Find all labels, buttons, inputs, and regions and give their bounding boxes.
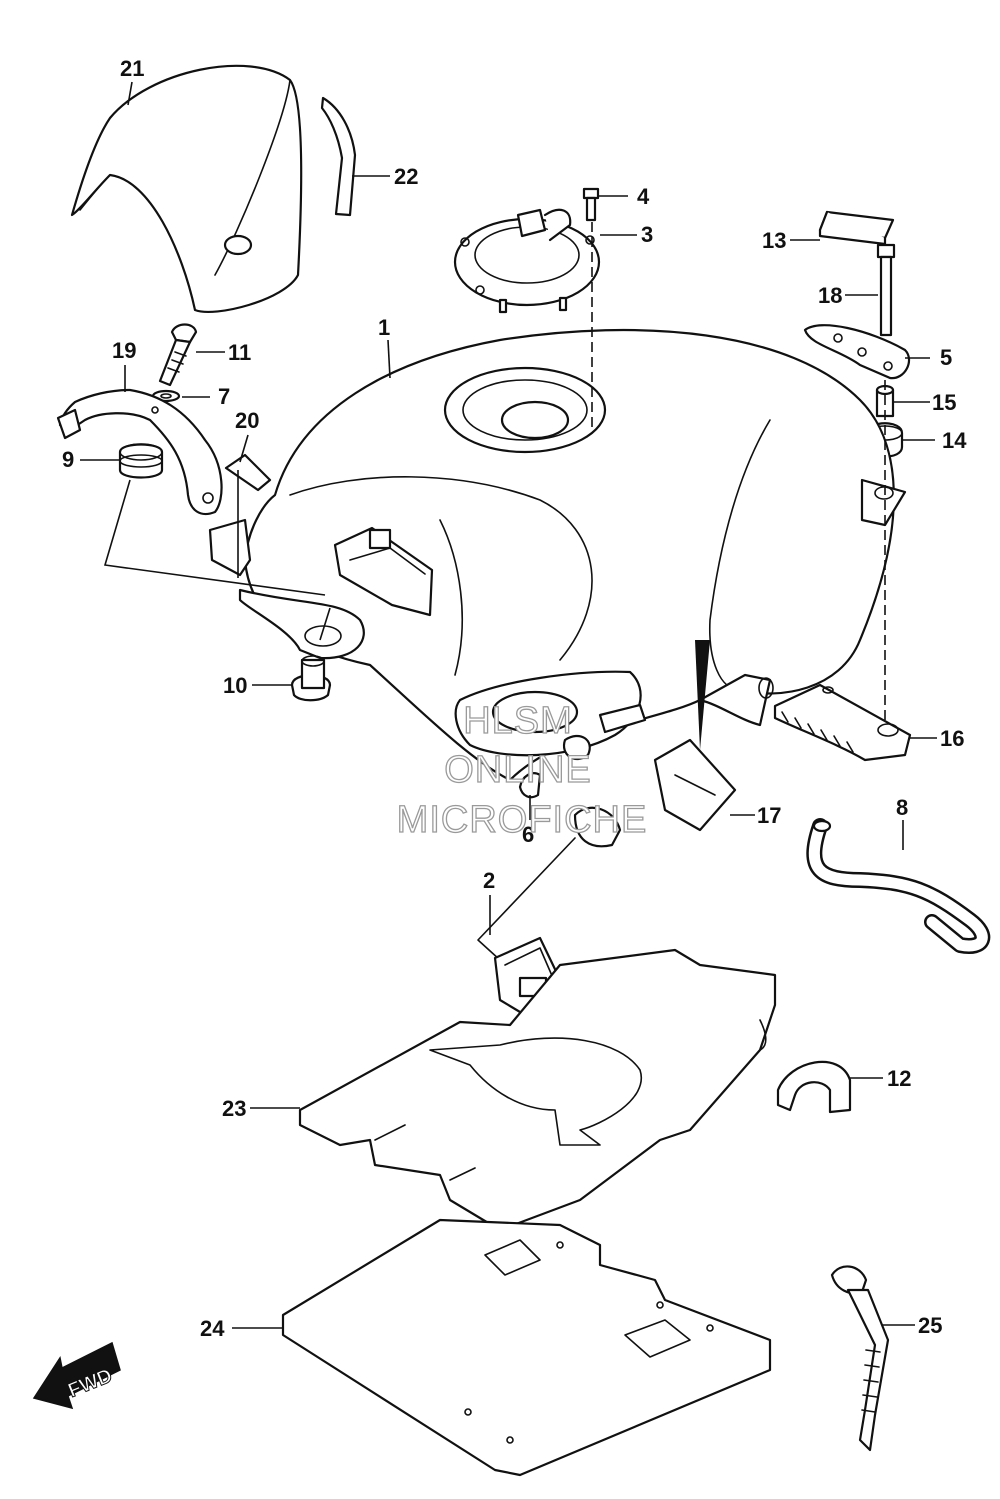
- callout-15: 15: [932, 390, 956, 415]
- part-21-seat-cowl[interactable]: [70, 64, 303, 314]
- part-16-cushion[interactable]: [773, 683, 912, 762]
- part-11-bolt[interactable]: [158, 323, 198, 387]
- part-19-bracket[interactable]: [56, 388, 223, 516]
- callout-4: 4: [637, 184, 650, 209]
- callout-10: 10: [223, 673, 247, 698]
- watermark-line-1: HLSM: [463, 700, 573, 742]
- callout-19: 19: [112, 338, 136, 363]
- callout-5: 5: [940, 345, 952, 370]
- part-17-seal-sheet[interactable]: [653, 738, 737, 832]
- part-20-pad[interactable]: [224, 453, 272, 492]
- callout-18: 18: [818, 283, 842, 308]
- part-8-hose[interactable]: [806, 818, 991, 954]
- callout-12: 12: [887, 1066, 911, 1091]
- part-3-fuel-cap[interactable]: [453, 208, 601, 314]
- callout-11: 11: [228, 340, 251, 365]
- part-9-grommet[interactable]: [118, 443, 164, 479]
- callout-6: 6: [522, 822, 534, 847]
- callout-1: 1: [378, 315, 390, 340]
- callout-23: 23: [222, 1096, 246, 1121]
- reference-lines: [103, 222, 886, 720]
- part-25-cable-tie[interactable]: [830, 1265, 890, 1452]
- watermark: HLSM ONLINE MICROFICHE: [396, 699, 648, 841]
- part-13-rubber-cap[interactable]: [818, 210, 895, 246]
- callout-16: 16: [940, 726, 964, 751]
- watermark-line-2: ONLINE: [444, 749, 591, 791]
- part-10-grommet[interactable]: [290, 655, 332, 702]
- part-4-screw[interactable]: [582, 187, 600, 222]
- callout-9: 9: [62, 447, 74, 472]
- callout-2: 2: [483, 868, 495, 893]
- callout-22: 22: [394, 164, 418, 189]
- part-12-clamp[interactable]: [776, 1060, 852, 1114]
- part-5-bracket[interactable]: [803, 324, 911, 380]
- callout-7: 7: [218, 384, 230, 409]
- part-18-bolt[interactable]: [876, 243, 896, 337]
- callout-8: 8: [896, 795, 908, 820]
- callout-14: 14: [942, 428, 967, 453]
- callout-17: 17: [757, 803, 781, 828]
- callout-13: 13: [762, 228, 786, 253]
- callout-25: 25: [918, 1313, 942, 1338]
- callout-24: 24: [200, 1316, 225, 1341]
- callout-3: 3: [641, 222, 653, 247]
- part-23-insulator[interactable]: [298, 948, 777, 1232]
- part-22-trim-strip[interactable]: [320, 96, 357, 217]
- watermark-line-3: MICROFICHE: [397, 799, 648, 841]
- callout-21: 21: [120, 56, 144, 81]
- fwd-direction-badge: FWD: [32, 1341, 121, 1410]
- part-1-fuel-tank[interactable]: [208, 328, 907, 782]
- callout-20: 20: [235, 408, 259, 433]
- leader-lines: [80, 81, 937, 1329]
- part-24-plate[interactable]: [281, 1218, 772, 1477]
- part-6-clip[interactable]: [518, 772, 542, 799]
- callout-numbers: 1 2 3 4 5 6 7 8 9 10 11 12 13 14 15 16 1…: [62, 56, 967, 1341]
